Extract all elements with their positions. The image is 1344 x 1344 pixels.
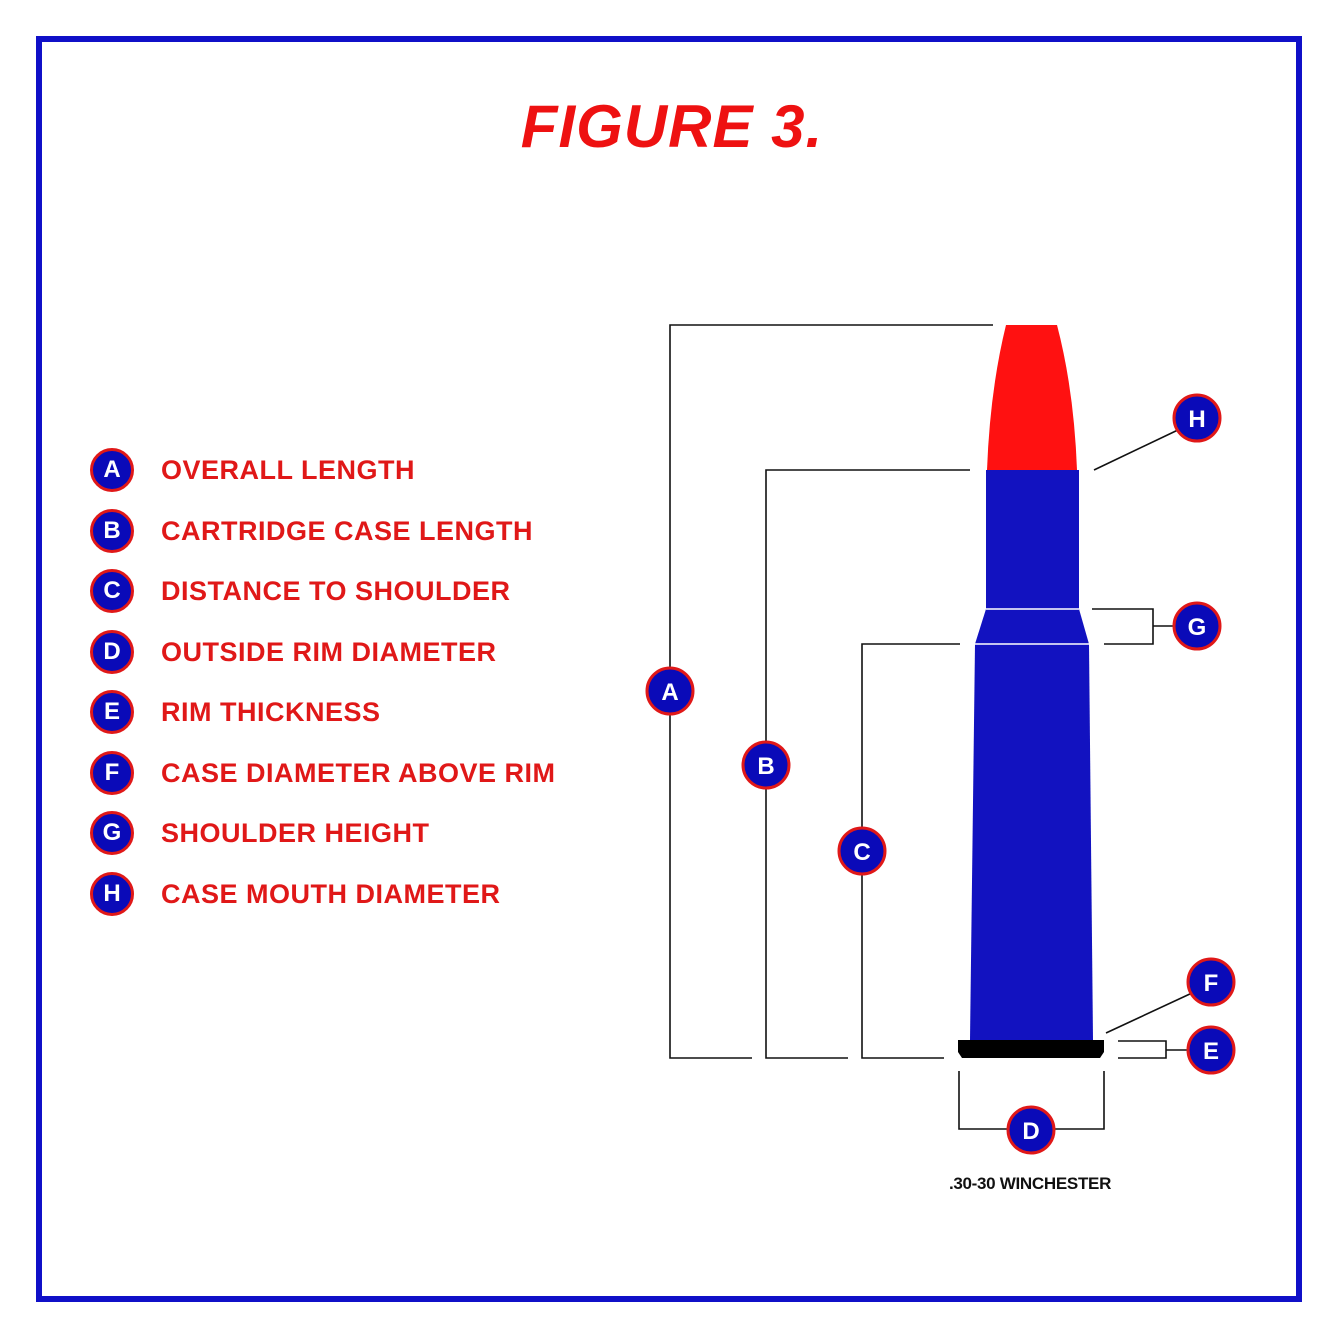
marker-e: E: [1186, 1025, 1236, 1075]
marker-a-label: A: [661, 679, 678, 706]
legend-label: CASE DIAMETER ABOVE RIM: [161, 757, 556, 788]
marker-b: B: [741, 740, 791, 790]
legend-badge: D: [90, 629, 134, 674]
cartridge: [958, 325, 1104, 1058]
case-shoulder: [975, 609, 1089, 644]
bullet: [987, 325, 1077, 470]
marker-c-label: C: [853, 839, 870, 866]
marker-f-label: F: [1204, 970, 1219, 997]
marker-h: H: [1172, 393, 1222, 443]
legend-label: OVERALL LENGTH: [161, 455, 416, 485]
legend-badge: H: [90, 871, 134, 916]
legend-label: SHOULDER HEIGHT: [161, 818, 430, 848]
marker-f: F: [1186, 957, 1236, 1007]
dimension-lines: [669, 324, 1193, 1130]
dimension-line-e: [1118, 1040, 1167, 1059]
legend-badge: G: [90, 811, 134, 855]
marker-g-label: G: [1188, 614, 1207, 641]
marker-b-label: B: [757, 753, 774, 780]
marker-h-label: H: [1188, 406, 1205, 433]
dimension-line-g: [1092, 608, 1154, 645]
diagram-markers: A B C D E F G H: [645, 393, 1236, 1155]
legend-label: CARTRIDGE CASE LENGTH: [161, 515, 534, 546]
legend-badge: F: [90, 750, 134, 795]
leader-line-f: [1105, 992, 1193, 1034]
leader-line-h: [1093, 428, 1181, 471]
legend-badge: B: [90, 508, 134, 553]
marker-a: A: [645, 666, 695, 716]
legend-label: DISTANCE TO SHOULDER: [161, 576, 511, 606]
legend-label: RIM THICKNESS: [161, 697, 381, 727]
legend-badge: A: [90, 448, 134, 492]
caliber-label: .30-30 WINCHESTER: [948, 1174, 1112, 1193]
marker-d-label: D: [1022, 1118, 1039, 1145]
legend-badge: C: [90, 569, 134, 613]
case-rim: [958, 1040, 1104, 1058]
marker-d: D: [1006, 1105, 1056, 1155]
case-neck: [986, 470, 1079, 609]
dimension-line-a: [669, 324, 993, 1059]
legend-badge: E: [90, 690, 134, 734]
marker-g: G: [1172, 601, 1222, 651]
case-body: [970, 644, 1093, 1040]
marker-c: C: [837, 826, 887, 876]
figure-title: FIGURE 3.: [520, 93, 824, 160]
marker-e-label: E: [1203, 1038, 1219, 1065]
legend-label: CASE MOUTH DIAMETER: [161, 878, 501, 909]
dimension-line-b: [765, 469, 970, 1059]
legend-label: OUTSIDE RIM DIAMETER: [161, 636, 497, 667]
figure-border: [36, 36, 1302, 1302]
